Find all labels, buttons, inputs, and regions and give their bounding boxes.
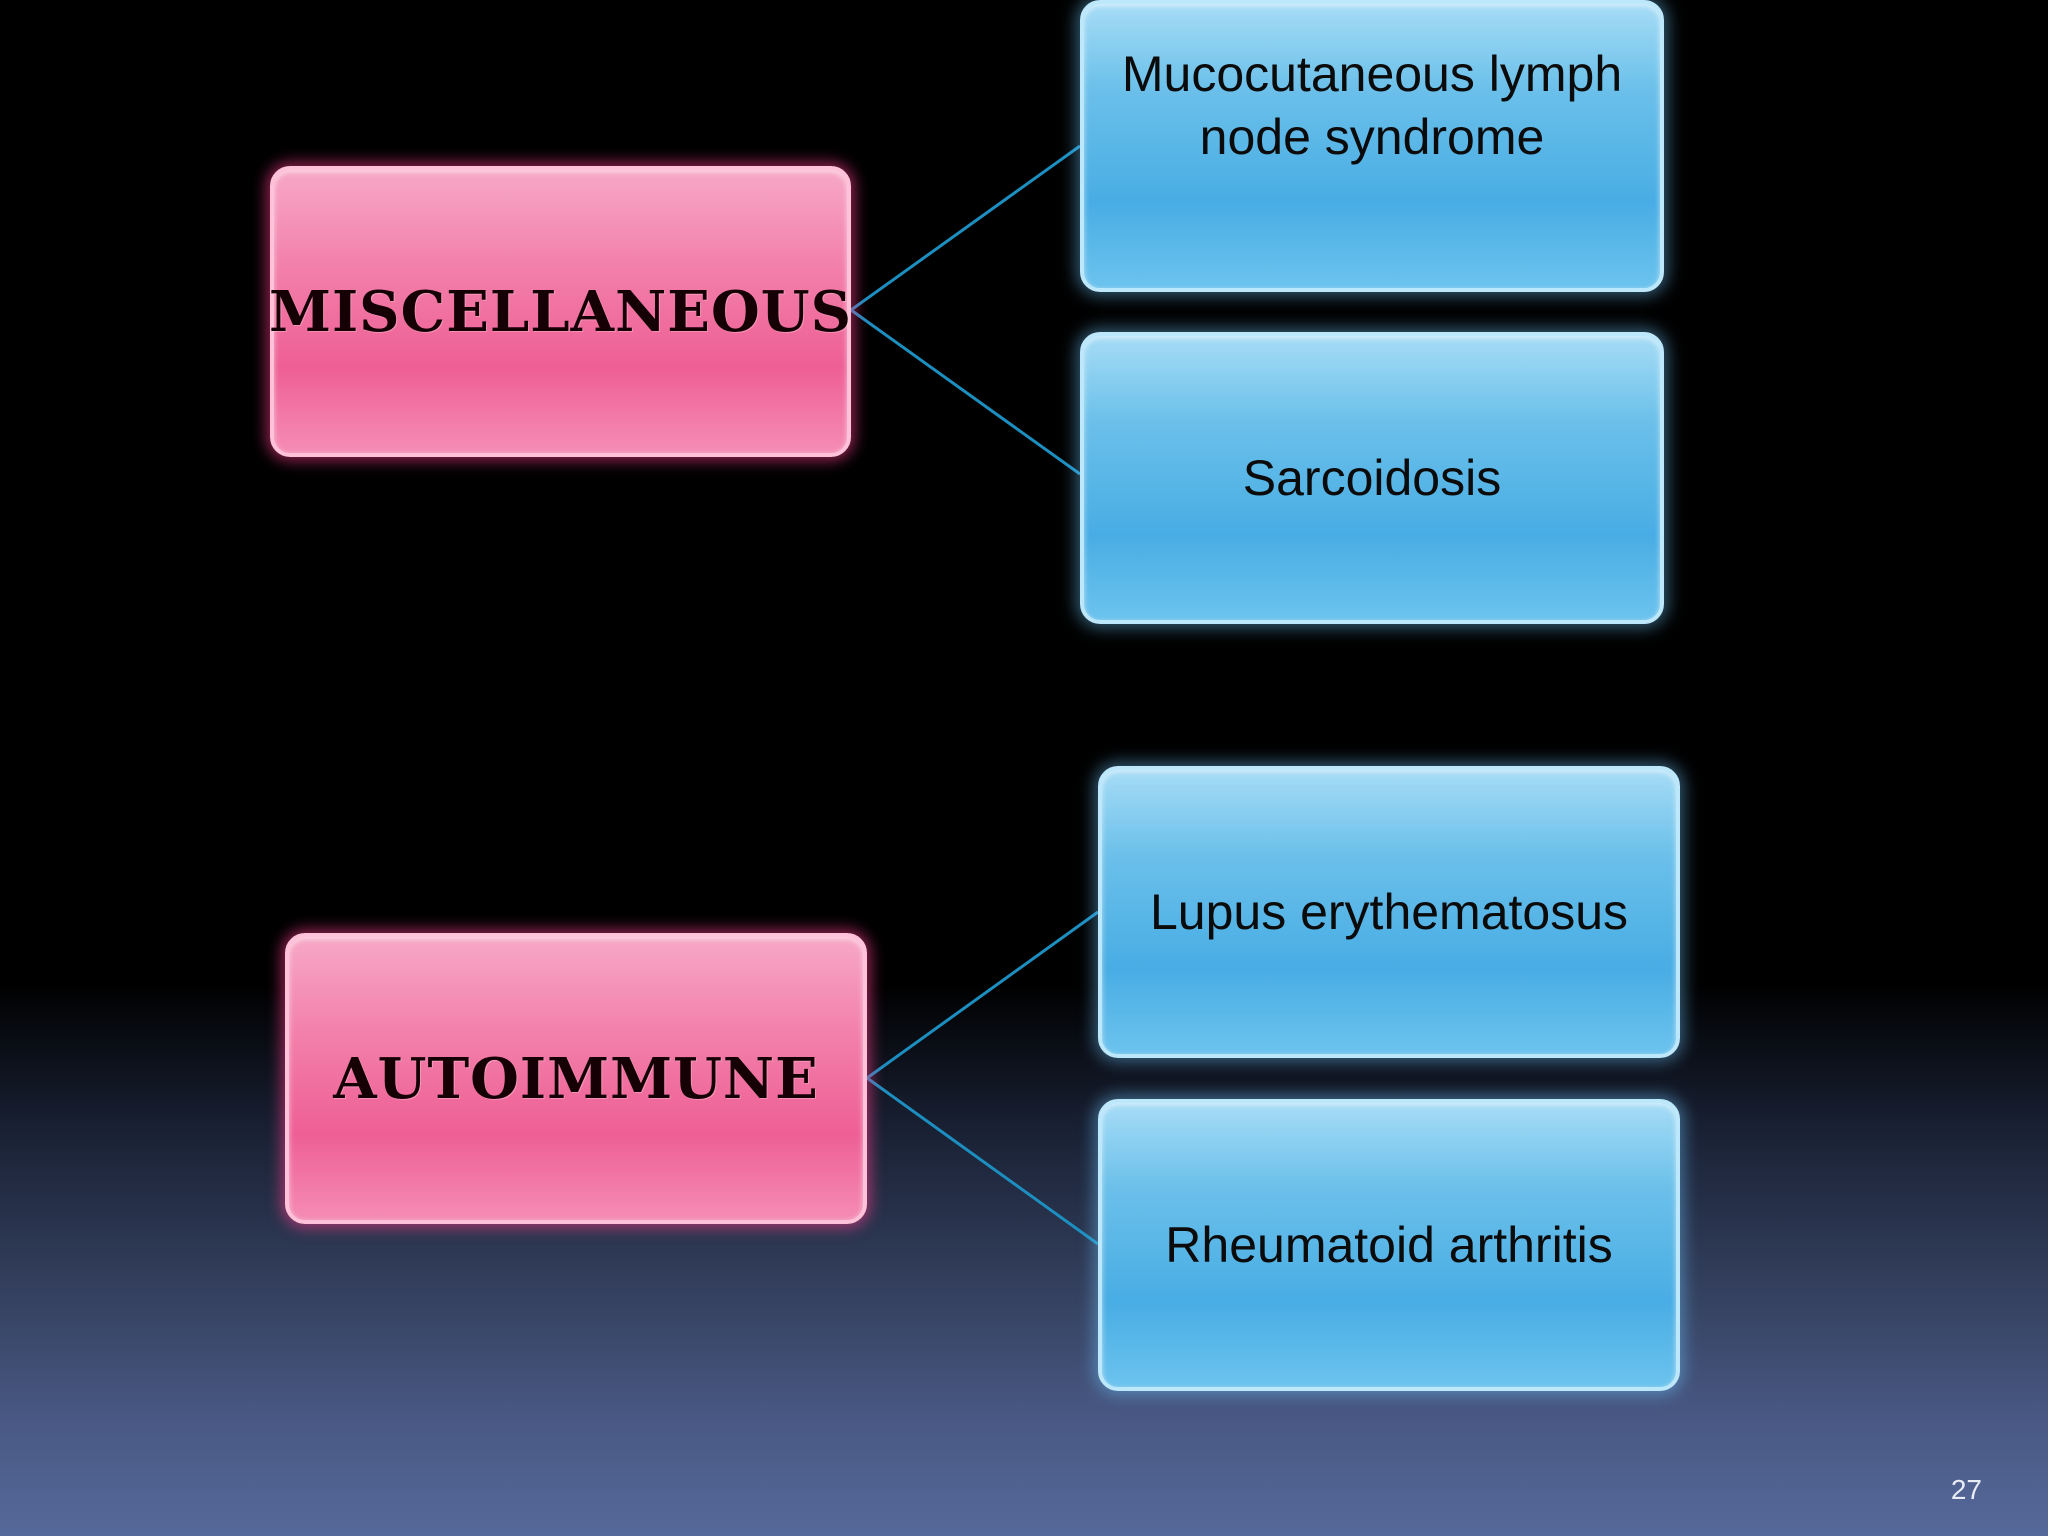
category-label-miscellaneous: MISCELLANEOUS — [269, 278, 853, 345]
connector-miscellaneous-to-mucocutaneous — [850, 144, 1081, 312]
connector-miscellaneous-to-sarcoidosis — [850, 308, 1081, 476]
item-label-lupus: Lupus erythematosus — [1149, 883, 1629, 940]
item-label-sarcoidosis: Sarcoidosis — [1242, 449, 1502, 506]
item-label-mucocutaneous: Mucocutaneous lymph node syndrome — [1121, 46, 1623, 165]
item-box-rheumatoid: Rheumatoid arthritis — [1098, 1099, 1680, 1391]
item-box-mucocutaneous: Mucocutaneous lymph node syndrome — [1080, 0, 1664, 292]
category-label-autoimmune: AUTOIMMUNE — [333, 1045, 819, 1112]
item-label-rheumatoid: Rheumatoid arthritis — [1165, 1216, 1613, 1273]
category-box-autoimmune: AUTOIMMUNE — [285, 933, 867, 1224]
item-box-lupus: Lupus erythematosus — [1098, 766, 1680, 1058]
item-box-sarcoidosis: Sarcoidosis — [1080, 332, 1664, 624]
connector-autoimmune-to-rheumatoid — [866, 1076, 1099, 1246]
connector-autoimmune-to-lupus — [866, 910, 1099, 1080]
page-number: 27 — [1950, 1474, 1982, 1505]
category-box-miscellaneous: MISCELLANEOUS — [269, 166, 853, 457]
